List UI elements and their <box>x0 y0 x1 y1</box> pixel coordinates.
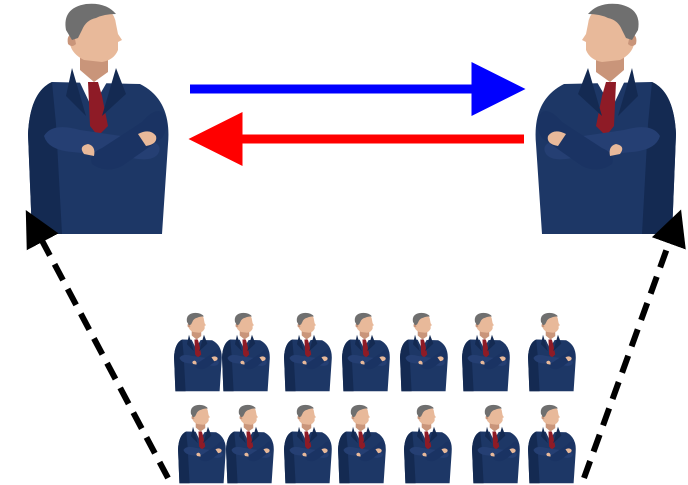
small-businessman-icon <box>284 312 332 392</box>
large-businessman-left-icon <box>28 3 169 235</box>
small-businessman-icon <box>472 404 520 484</box>
small-businessman-icon <box>222 312 270 392</box>
large-businessman-right-icon <box>536 4 676 234</box>
small-businessman-icon <box>400 312 448 392</box>
small-businessman-icon <box>462 312 510 392</box>
small-businessman-icon <box>338 404 386 484</box>
small-businessman-icon <box>342 312 390 392</box>
crowd-group <box>174 312 576 484</box>
small-businessman-icon <box>404 404 452 484</box>
small-businessman-icon <box>174 312 222 392</box>
small-businessman-icon <box>528 404 576 484</box>
dashed-arrow-left-icon <box>25 210 171 480</box>
small-businessman-icon <box>528 312 576 392</box>
small-businessman-icon <box>178 404 226 484</box>
small-businessman-icon <box>226 404 274 484</box>
dashed-arrow-right-icon <box>581 209 686 480</box>
small-businessman-icon <box>284 404 332 484</box>
